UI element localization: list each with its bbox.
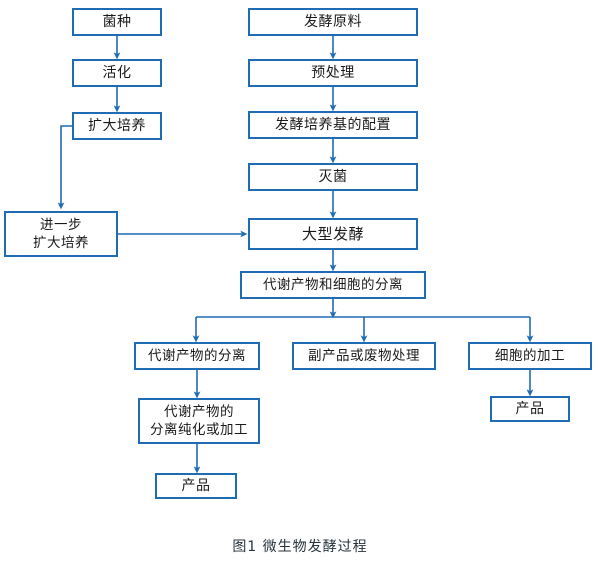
node-metabolite-separation[interactable]: 代谢产物的分离	[134, 342, 260, 370]
figure-caption: 图1 微生物发酵过程	[232, 539, 368, 555]
node-metabolite-cell-separation[interactable]: 代谢产物和细胞的分离	[240, 271, 426, 299]
node-cell-processing[interactable]: 细胞的加工	[468, 342, 592, 370]
node-pretreatment[interactable]: 预处理	[248, 59, 418, 87]
node-strain[interactable]: 菌种	[72, 8, 162, 36]
node-medium-preparation[interactable]: 发酵培养基的配置	[248, 111, 418, 139]
edge-expand-further	[57, 125, 72, 210]
node-metabolite-purification[interactable]: 代谢产物的 分离纯化或加工	[138, 398, 260, 444]
node-large-fermentation[interactable]: 大型发酵	[248, 218, 418, 250]
node-sterilization[interactable]: 灭菌	[248, 163, 418, 191]
node-product-left[interactable]: 产品	[155, 473, 237, 499]
node-byproduct-waste-treatment[interactable]: 副产品或废物处理	[292, 342, 436, 370]
node-raw-material[interactable]: 发酵原料	[248, 8, 418, 36]
node-expand-culture[interactable]: 扩大培养	[72, 112, 162, 140]
node-activation[interactable]: 活化	[72, 59, 162, 87]
node-further-expand-culture[interactable]: 进一步 扩大培养	[4, 211, 118, 257]
node-product-right[interactable]: 产品	[490, 396, 570, 422]
